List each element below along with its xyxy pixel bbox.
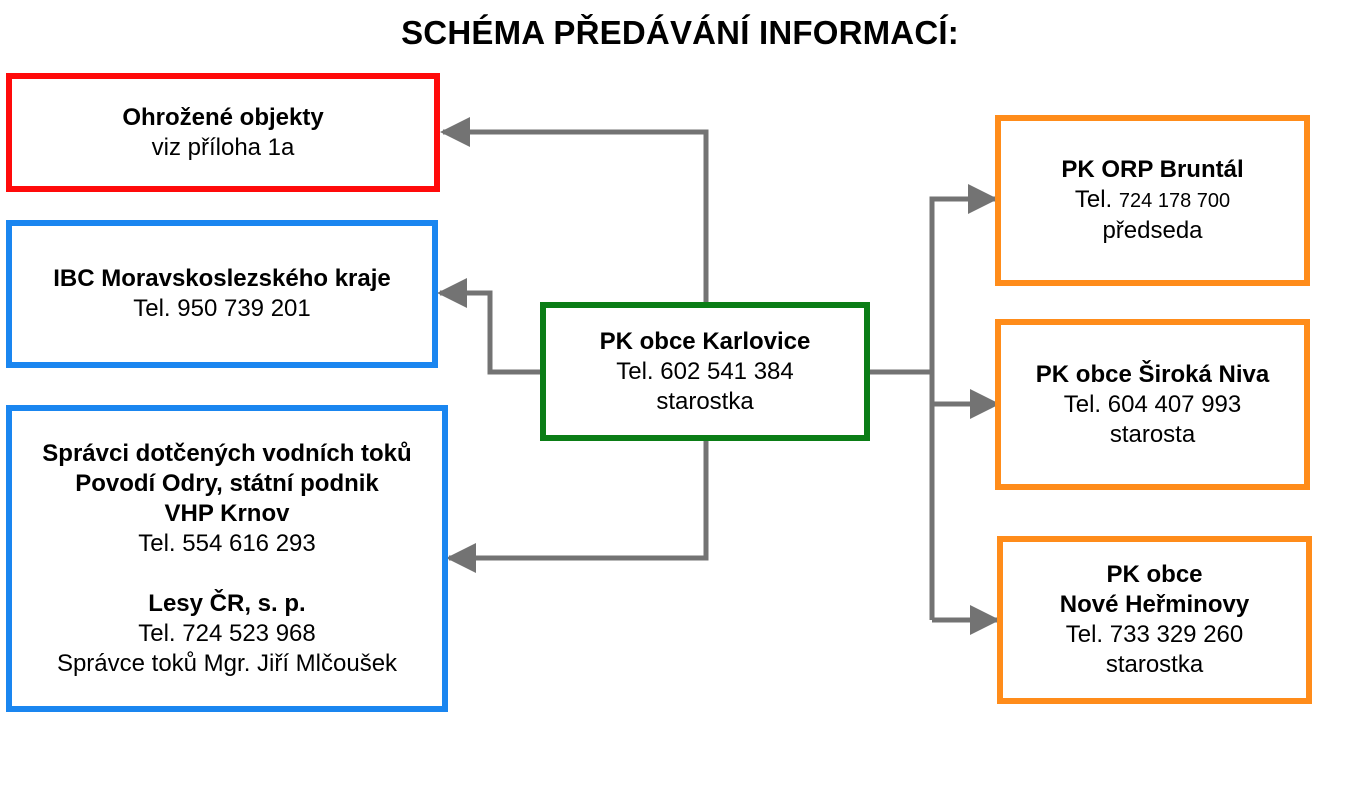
karlovice-role: starostka bbox=[656, 387, 754, 415]
arrow-to-spravci bbox=[446, 438, 709, 573]
bruntal-tel-prefix: Tel. bbox=[1074, 186, 1113, 213]
ohrozene-name: Ohrožené objekty bbox=[122, 103, 324, 131]
bruntal-role: předseda bbox=[1102, 217, 1203, 244]
spravci-tel1: Tel. 554 616 293 bbox=[138, 529, 316, 557]
spravci-line3: VHP Krnov bbox=[164, 499, 290, 527]
nove-role: starostka bbox=[1105, 651, 1204, 678]
box-ibc: IBC Moravskoslezského kraje Tel. 950 739… bbox=[6, 220, 438, 368]
spravci-line5: Správce toků Mgr. Jiří Mlčoušek bbox=[56, 649, 398, 677]
arrow-to-bruntal bbox=[929, 184, 998, 620]
siroka-role: starosta bbox=[1109, 420, 1196, 448]
karlovice-tel: Tel. 602 541 384 bbox=[616, 357, 794, 385]
box-spravci: Správci dotčených vodních toků Povodí Od… bbox=[6, 405, 448, 712]
ibc-tel: Tel. 950 739 201 bbox=[133, 295, 311, 322]
nove-name1: PK obce bbox=[1106, 561, 1203, 588]
nove-name2: Nové Heřminovy bbox=[1059, 591, 1250, 618]
karlovice-name: PK obce Karlovice bbox=[599, 327, 811, 355]
spravci-tel2: Tel. 724 523 968 bbox=[138, 619, 316, 647]
box-karlovice: PK obce Karlovice Tel. 602 541 384 staro… bbox=[540, 302, 870, 441]
bruntal-tel: Tel. 724 178 700 bbox=[1075, 185, 1230, 216]
ohrozene-note: viz příloha 1a bbox=[151, 133, 295, 161]
spravci-line1: Správci dotčených vodních toků bbox=[42, 439, 412, 467]
ibc-name: IBC Moravskoslezského kraje bbox=[53, 265, 391, 292]
box-siroka-niva: PK obce Široká Niva Tel. 604 407 993 sta… bbox=[995, 319, 1310, 490]
spravci-line4: Lesy ČR, s. p. bbox=[148, 589, 306, 617]
spravci-line2: Povodí Odry, státní podnik bbox=[75, 469, 379, 497]
box-ohrozene-objekty: Ohrožené objekty viz příloha 1a bbox=[6, 73, 440, 192]
siroka-tel: Tel. 604 407 993 bbox=[1063, 390, 1242, 418]
bruntal-tel-number: 724 178 700 bbox=[1118, 190, 1231, 212]
arrow-to-ohrozene bbox=[440, 117, 709, 304]
box-bruntal: PK ORP Bruntál Tel. 724 178 700 předseda bbox=[995, 115, 1310, 286]
box-nove-herminovy: PK obce Nové Heřminovy Tel. 733 329 260 … bbox=[997, 536, 1312, 704]
bruntal-name: PK ORP Bruntál bbox=[1061, 156, 1244, 183]
diagram-title: SCHÉMA PŘEDÁVÁNÍ INFORMACÍ: bbox=[401, 14, 959, 51]
arrow-to-ibc bbox=[437, 278, 543, 375]
siroka-name: PK obce Široká Niva bbox=[1035, 360, 1270, 388]
nove-tel: Tel. 733 329 260 bbox=[1065, 621, 1244, 648]
